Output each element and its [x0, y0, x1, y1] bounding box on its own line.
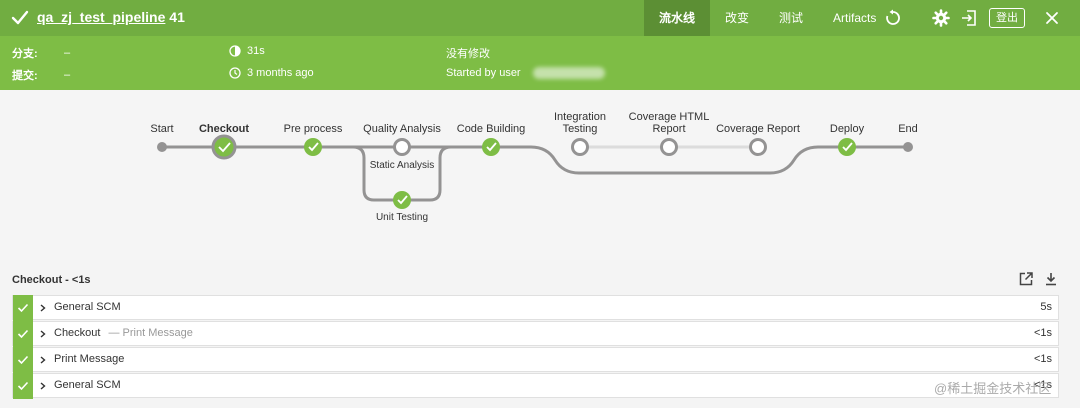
stage-label-coverage-html-report-line1[interactable]: Coverage HTML	[629, 111, 710, 123]
tab-bar: 流水线 改变 测试 Artifacts	[644, 0, 891, 36]
run-number: 41	[169, 9, 185, 25]
stage-node-coverage-report[interactable]	[749, 138, 767, 156]
stage-label-code-building[interactable]: Code Building	[457, 123, 526, 135]
branch-label: 分支:	[12, 48, 38, 60]
stage-label-start: Start	[150, 123, 173, 135]
stage-label-deploy[interactable]: Deploy	[830, 123, 865, 135]
stage-label-integration-testing-line2[interactable]: Testing	[563, 123, 598, 135]
stage-node-static-analysis[interactable]	[393, 138, 411, 156]
step-name: General SCM	[54, 301, 121, 313]
step-duration: <1s	[1033, 327, 1052, 339]
commit-info: 提交: –	[12, 67, 70, 83]
pipeline-graph-svg: Start Checkout Pre process Quality Analy…	[150, 111, 918, 223]
steps-header-title: Checkout - <1s	[12, 274, 91, 286]
pipeline-name-link[interactable]: qa_zj_test_pipeline	[37, 9, 166, 25]
logout-button[interactable]: 登出	[989, 8, 1025, 28]
stage-label-checkout[interactable]: Checkout	[199, 123, 249, 135]
redacted-username	[532, 67, 605, 79]
stage-label-quality-analysis[interactable]: Quality Analysis	[363, 123, 441, 135]
step-row[interactable]: Checkout— Print Message <1s	[12, 321, 1059, 347]
run-title: qa_zj_test_pipeline 41	[37, 9, 185, 25]
chevron-right-icon[interactable]	[39, 382, 47, 390]
check-icon	[17, 303, 29, 313]
started-by-value: Started by user	[446, 67, 521, 79]
success-check-icon	[11, 10, 29, 25]
watermark: @稀土掘金技术社区	[934, 381, 1052, 396]
chevron-right-icon[interactable]	[39, 356, 47, 364]
branch-value: –	[64, 47, 71, 59]
check-icon	[17, 381, 29, 391]
step-name: General SCM	[54, 379, 121, 391]
check-icon	[17, 355, 29, 365]
tab-tests[interactable]: 测试	[779, 11, 804, 25]
step-status-success	[13, 373, 33, 399]
open-in-new-window-icon[interactable]	[1018, 271, 1034, 287]
stage-label-coverage-report[interactable]: Coverage Report	[716, 123, 800, 135]
stage-node-coverage-html-report[interactable]	[660, 138, 678, 156]
stage-node-integration-testing[interactable]	[571, 138, 589, 156]
step-duration: <1s	[1033, 379, 1052, 391]
step-duration: 5s	[1040, 301, 1052, 313]
main-bypass-connector	[491, 145, 908, 175]
duration-info: 31s	[229, 45, 265, 57]
step-status-success	[13, 347, 33, 373]
step-name: Print Message	[54, 353, 125, 365]
tab-artifacts[interactable]: Artifacts	[833, 11, 877, 25]
stage-label-static-analysis[interactable]: Static Analysis	[370, 160, 434, 171]
tab-pipeline[interactable]: 流水线	[644, 0, 711, 36]
branch-info: 分支: –	[12, 45, 70, 61]
stage-label-pre-process[interactable]: Pre process	[284, 123, 343, 135]
clock-icon	[229, 67, 241, 79]
download-icon[interactable]	[1043, 271, 1059, 287]
stage-node-unit-testing[interactable]	[393, 191, 411, 209]
top-bar: qa_zj_test_pipeline 41 流水线 改变 测试 Artifac…	[0, 0, 1080, 36]
run-info-bar: 分支: – 提交: – 31s 3 months ago 没有修改 Starte…	[0, 36, 1080, 90]
start-node	[157, 142, 167, 152]
step-status-success	[13, 321, 33, 347]
replay-icon[interactable]	[884, 9, 902, 27]
pipeline-graph: Start Checkout Pre process Quality Analy…	[0, 90, 1080, 260]
stage-label-integration-testing-line1[interactable]: Integration	[554, 111, 606, 123]
stage-node-deploy[interactable]	[838, 138, 856, 156]
step-list: General SCM 5s Checkout— Print Message <…	[12, 295, 1059, 399]
stage-node-pre-process[interactable]	[304, 138, 322, 156]
step-status-success	[13, 295, 33, 321]
changes-value: 没有修改	[446, 48, 490, 60]
stage-label-coverage-html-report-line2[interactable]: Report	[652, 123, 685, 135]
step-row[interactable]: General SCM <1s	[12, 373, 1059, 399]
changes-info: 没有修改	[446, 45, 490, 61]
stage-node-checkout[interactable]	[211, 134, 237, 160]
step-name: Checkout— Print Message	[54, 327, 193, 339]
step-row[interactable]: General SCM 5s	[12, 295, 1059, 321]
started-by-info: Started by user	[446, 67, 605, 79]
time-ago-value: 3 months ago	[247, 67, 314, 79]
graph-connectors	[162, 145, 908, 202]
time-info: 3 months ago	[229, 67, 314, 79]
stage-label-unit-testing[interactable]: Unit Testing	[376, 212, 428, 223]
commit-label: 提交:	[12, 70, 38, 82]
close-icon[interactable]	[1043, 9, 1061, 27]
end-node	[903, 142, 913, 152]
check-icon	[17, 329, 29, 339]
chevron-right-icon[interactable]	[39, 304, 47, 312]
duration-value: 31s	[247, 45, 265, 57]
exit-icon[interactable]	[960, 9, 978, 27]
gear-icon[interactable]	[932, 9, 950, 27]
stage-label-end: End	[898, 123, 918, 135]
duration-icon	[229, 45, 241, 57]
step-duration: <1s	[1033, 353, 1052, 365]
commit-value: –	[64, 69, 71, 81]
step-row[interactable]: Print Message <1s	[12, 347, 1059, 373]
tab-changes[interactable]: 改变	[725, 11, 750, 25]
stage-node-code-building[interactable]	[482, 138, 500, 156]
chevron-right-icon[interactable]	[39, 330, 47, 338]
